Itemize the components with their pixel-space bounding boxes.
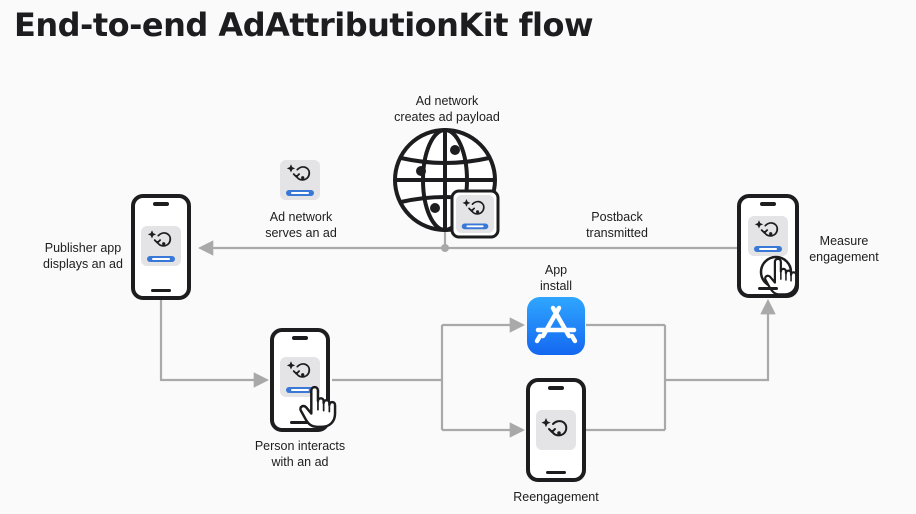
- label-reengagement: Reengagement: [513, 490, 599, 504]
- arrow-to-measure: [665, 298, 776, 382]
- phone-icon-publisher: [131, 194, 191, 300]
- arrow-publisher-to-interact: [159, 300, 270, 388]
- label-ad-network-serves: Ad network serves an ad: [265, 210, 337, 240]
- phone-icon-measure: [737, 194, 799, 298]
- app-store-icon: [527, 297, 585, 355]
- label-person-interacts: Person interacts with an ad: [254, 439, 346, 469]
- label-publisher: Publisher app displays an ad: [43, 241, 123, 271]
- connector-lines: [159, 232, 776, 438]
- junction-dot: [441, 244, 449, 252]
- label-postback: Postback transmitted: [586, 210, 648, 240]
- label-app-install: App install: [540, 263, 572, 293]
- globe-icon: [393, 128, 500, 239]
- page-title: End-to-end AdAttributionKit flow: [14, 6, 594, 44]
- label-ad-network-payload: Ad network creates ad payload: [394, 94, 500, 124]
- label-measure: Measure engagement: [809, 234, 879, 264]
- phone-icon-interact: [270, 328, 337, 432]
- ad-payload-icon: [280, 160, 320, 200]
- phone-icon-reengagement: [526, 378, 586, 482]
